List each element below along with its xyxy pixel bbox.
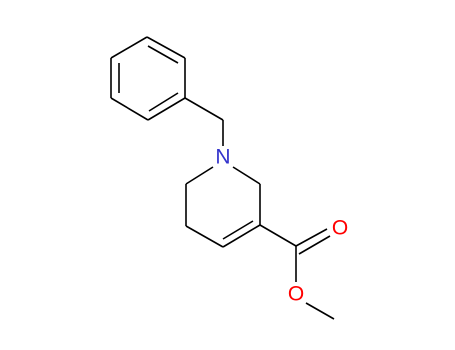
ester-double-bond-1 (295, 228, 328, 247)
benzene-bond-3 (147, 97, 186, 121)
ester-oxygen-atom-label: O (288, 283, 304, 306)
benzyl-bond-1 (184, 97, 224, 121)
ester-group (259, 224, 335, 320)
nitrogen-atom-label: N (215, 146, 230, 169)
ring-bond-c3-c4-inner (222, 220, 254, 240)
benzene-ring (110, 36, 186, 121)
tetrahydropyridine-ring (185, 166, 261, 248)
ring-bond-n-c2 (232, 166, 261, 185)
benzene-bond-4 (110, 97, 149, 121)
benzene-bond-6 (110, 36, 148, 59)
benzene-inner-bond-2 (148, 92, 179, 112)
ring-bond-c4-c5 (185, 225, 224, 248)
ester-bond-o-methyl (305, 302, 335, 320)
ester-bond-c3-carbonyl (259, 224, 297, 247)
ring-bond-c3-c4 (222, 224, 261, 248)
ring-bond-c6-n (185, 166, 214, 185)
carbonyl-oxygen-atom-label: O (332, 217, 348, 240)
benzene-inner-bond-1 (147, 45, 179, 64)
benzene-bond-1 (146, 36, 186, 59)
ester-double-bond-2 (298, 235, 331, 255)
